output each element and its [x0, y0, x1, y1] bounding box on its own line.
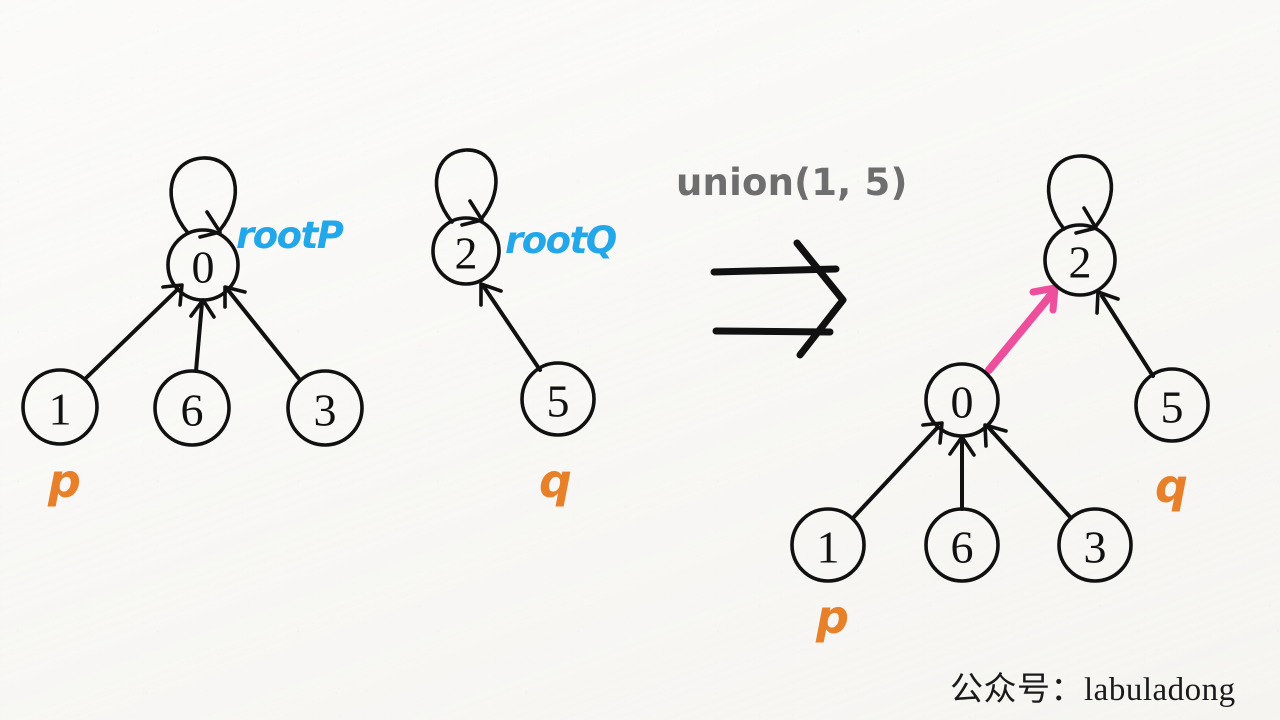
node-label: 6	[951, 522, 974, 573]
edge-0-to-2-highlight-right	[985, 284, 1059, 374]
node-circle	[1134, 367, 1210, 443]
node-circle	[520, 361, 596, 437]
node-circle	[924, 362, 1000, 438]
annotation-p-right: p	[815, 590, 849, 644]
watermark-label: 公众号：labuladong	[950, 672, 1236, 708]
operation-title: union(1, 5)	[676, 161, 908, 204]
node-1-right[interactable]: 1	[790, 507, 866, 583]
node-circle	[1043, 223, 1117, 297]
annotation-q-right: q	[1155, 459, 1188, 513]
node-2-middle[interactable]: 2	[431, 216, 501, 286]
node-label: 1	[817, 522, 840, 573]
node-5-middle[interactable]: 5	[520, 361, 596, 437]
tree-panel-before-p: 0 1 6 3 rootP p	[21, 156, 364, 508]
node-circle	[153, 369, 231, 447]
node-3-left[interactable]: 3	[286, 369, 364, 447]
node-label: 3	[314, 385, 337, 436]
edge-3-to-0-left	[223, 285, 302, 382]
node-label: 1	[49, 384, 72, 435]
self-loop-node-2-right	[1046, 154, 1114, 235]
edge-3-to-0-right	[983, 423, 1073, 520]
node-1-left[interactable]: 1	[21, 368, 99, 446]
annotation-rootq: rootQ	[505, 219, 617, 262]
node-circle	[790, 507, 866, 583]
annotation-q-middle: q	[539, 454, 572, 508]
annotation-rootp: rootP	[236, 214, 344, 257]
node-label: 2	[1069, 237, 1092, 288]
node-5-right[interactable]: 5	[1134, 367, 1210, 443]
node-label: 2	[455, 228, 478, 279]
edge-1-to-0-left	[84, 283, 184, 380]
node-3-right[interactable]: 3	[1057, 507, 1133, 583]
node-label: 0	[951, 377, 974, 428]
edge-6-to-0-right	[948, 435, 976, 511]
node-circle	[21, 368, 99, 446]
node-label: 0	[192, 242, 215, 293]
annotation-p-left: p	[47, 454, 81, 508]
node-6-right[interactable]: 6	[924, 507, 1000, 583]
node-circle	[286, 369, 364, 447]
node-0-left[interactable]: 0	[166, 228, 240, 302]
node-0-right[interactable]: 0	[924, 362, 1000, 438]
node-circle	[431, 216, 501, 286]
edge-1-to-0-right	[851, 421, 944, 520]
node-6-left[interactable]: 6	[153, 369, 231, 447]
self-loop-node-0-left	[169, 156, 238, 239]
self-loop-node-2-middle	[434, 148, 498, 227]
node-circle	[1057, 507, 1133, 583]
edge-5-to-2-right	[1095, 290, 1155, 378]
node-label: 5	[547, 376, 570, 427]
tree-panel-after-merged: 2 0 5 1 6 3 p q	[790, 154, 1210, 644]
node-label: 5	[1161, 382, 1184, 433]
edge-6-to-0-left	[189, 298, 216, 373]
node-circle	[924, 507, 1000, 583]
node-circle	[166, 228, 240, 302]
tree-panel-before-q: 2 5 rootQ q	[431, 148, 618, 508]
node-label: 3	[1084, 522, 1107, 573]
double-right-arrow-icon	[710, 239, 847, 359]
edge-5-to-2-middle	[479, 282, 542, 372]
node-2-right[interactable]: 2	[1043, 223, 1117, 297]
node-label: 6	[181, 385, 204, 436]
